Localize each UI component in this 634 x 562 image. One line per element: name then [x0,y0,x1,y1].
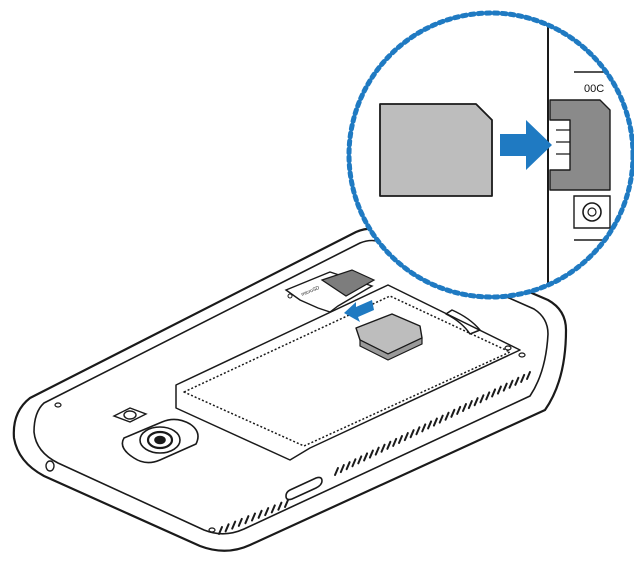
vent-slot [277,501,283,511]
vent-slot [237,517,243,527]
vent-slot [392,437,398,447]
vent-slot [496,385,502,395]
arrow-right-icon [500,120,552,170]
vent-slot [473,397,479,407]
vent-slot [415,426,421,436]
sim-card-icon [379,103,493,197]
vent-slot [231,520,237,530]
vent-slot [485,391,491,401]
vent-slot [432,417,438,427]
side-screws [208,345,526,533]
zoom-border [346,10,634,300]
vent-slot [409,429,415,439]
arrow-left-icon [344,300,374,322]
vent-slot [479,394,485,404]
zoom-tray-label: 00C [584,83,604,95]
vent-slot [462,403,467,412]
vent-slot [467,400,473,410]
mic-hole [54,402,62,408]
vent-slot [450,408,456,418]
vent-slot [520,373,526,383]
usb-port-icon [285,476,323,501]
vent-slot [339,464,345,474]
vent-slot [427,420,433,430]
vent-slot [284,499,289,508]
vent-slot [514,376,520,386]
vent-slot [270,504,276,514]
vent-slot [386,440,392,450]
headphone-jack-icon [45,460,55,472]
vent-slot [351,458,357,468]
vent-slot [251,512,256,522]
vent-slot [438,414,444,424]
vent-slot [456,405,462,415]
vent-slot [374,446,380,456]
vent-slot [334,467,339,476]
vent-slot [508,379,514,389]
vent-slot [502,382,508,392]
vent-slot [491,388,497,398]
vent-slot [526,371,531,380]
vent-slot [398,435,403,444]
vent-slot [264,507,270,517]
flash-icon [112,407,148,423]
vent-slot [363,452,369,462]
vent-slot [218,526,223,535]
vent-slot [357,455,363,465]
vent-slot [257,509,263,519]
battery-compartment [175,284,521,461]
vent-slot [244,515,250,525]
vent-slot [224,523,230,533]
vent-slot [380,443,386,453]
speaker-grille-right [334,371,531,476]
sim-card-small [355,313,423,361]
vent-slot [345,461,351,471]
camera-icon [121,418,199,464]
vent-slot [403,432,409,442]
sim-tray: microSD [284,269,376,313]
speaker-grille-bottom [218,499,289,535]
vent-slot [421,423,427,433]
vent-slot [444,411,450,421]
vent-slot [368,449,374,459]
